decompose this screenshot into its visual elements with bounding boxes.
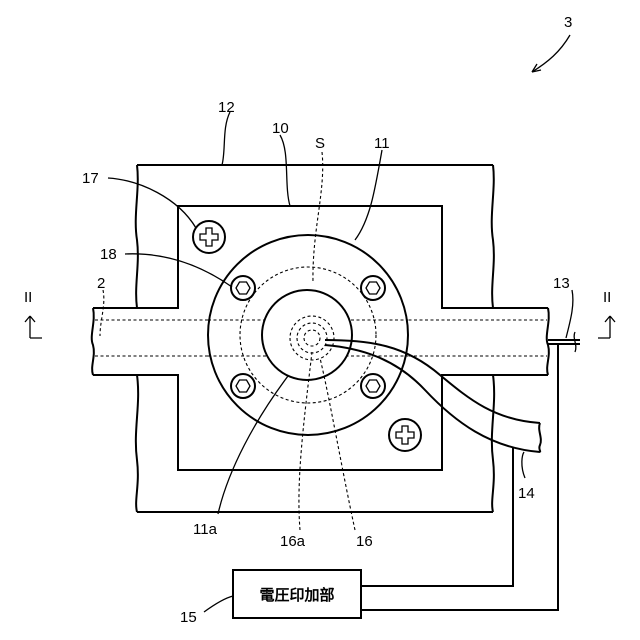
label-11: 11 [374,135,390,152]
label-s: S [315,135,325,152]
label-ii-left: II [24,289,32,306]
leader-13 [566,290,573,338]
leader-14 [522,452,525,478]
label-ii-right: II [603,289,611,306]
label-16: 16 [356,533,373,550]
label-12: 12 [218,99,235,116]
line-right-break [547,308,549,375]
leader-11 [355,150,382,240]
bolt-bottom-left [231,374,255,398]
screw-bottom-right-icon [389,419,421,451]
label-3: 3 [564,14,572,31]
label-2: 2 [97,275,105,292]
leader-3-arrowhead [532,64,541,72]
bolt-top-right [361,276,385,300]
label-11a: 11a [193,521,218,538]
hole-circle [262,290,352,380]
bolt-top-left [231,276,255,300]
label-15: 15 [180,609,197,626]
section-marker-right [598,316,615,338]
leader-17 [108,178,196,228]
cable-end-break [539,423,541,452]
label-14: 14 [518,485,535,502]
box-wire-to-cable [361,448,513,586]
label-16a: 16a [280,533,306,550]
block-left-break [136,165,138,512]
leader-12 [222,112,230,165]
label-13: 13 [553,275,570,292]
leader-2 [100,290,104,336]
voltage-unit-label: 電圧印加部 [259,586,334,604]
label-17: 17 [82,170,99,187]
leader-3-arrow [532,35,570,72]
leader-10 [280,135,290,206]
label-10: 10 [272,120,289,137]
block-right-break [492,165,494,512]
leader-15 [204,596,233,612]
line-left-break [92,308,94,375]
bolt-bottom-right [361,374,385,398]
label-18: 18 [100,246,117,263]
section-marker-left [25,316,42,338]
wire-13-end [574,332,576,352]
screw-top-left-icon [193,221,225,253]
